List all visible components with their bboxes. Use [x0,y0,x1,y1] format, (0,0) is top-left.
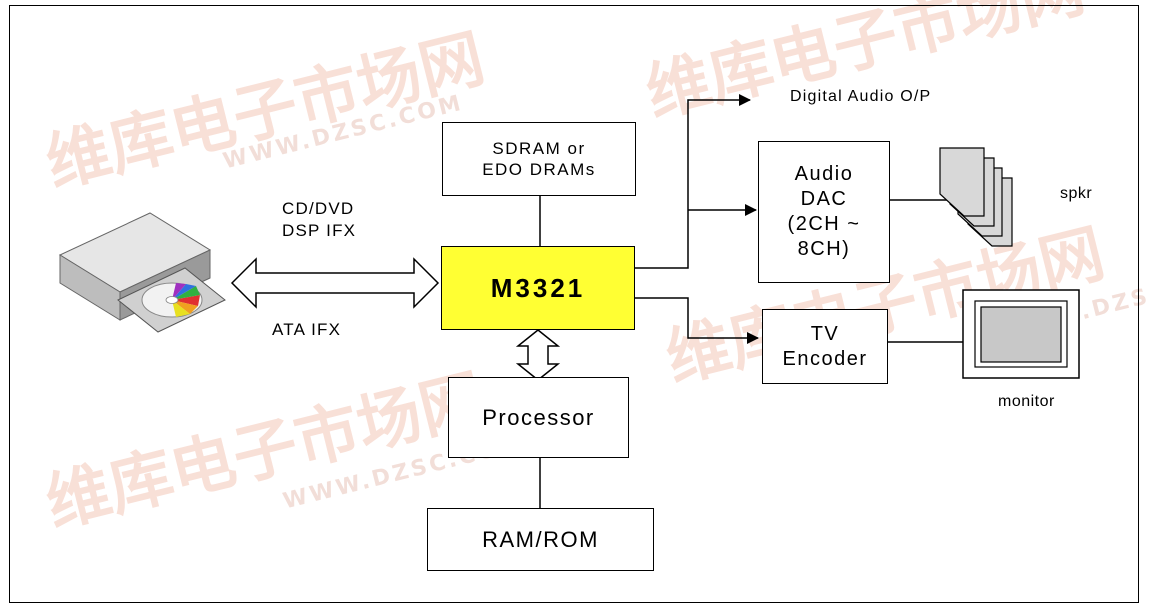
cd-dvd-drive-icon [58,212,226,333]
audio-bus [634,94,751,269]
drive-double-arrow [230,257,440,309]
diagram-frame [9,5,1139,603]
monitor-label: monitor [998,393,1055,410]
audio-dac-block: Audio DAC (2CH ~ 8CH) [758,141,890,283]
monitor-icon [962,289,1080,379]
main-chip-block: M3321 [441,246,635,330]
tv-bus [634,297,759,344]
ram-rom-block: RAM/ROM [427,508,654,571]
tv-encoder-block: TV Encoder [762,309,888,384]
speaker-stack-icon [939,147,1013,247]
speaker-label: spkr [1060,185,1093,202]
interface-label-bottom: ATA IFX [272,320,342,339]
processor-block: Processor [448,377,629,458]
interface-label-top: CD/DVD DSP IFX [282,199,357,241]
sdram-block: SDRAM or EDO DRAMs [442,122,636,196]
processor-double-arrow [515,329,561,381]
digital-audio-label: Digital Audio O/P [790,88,932,105]
